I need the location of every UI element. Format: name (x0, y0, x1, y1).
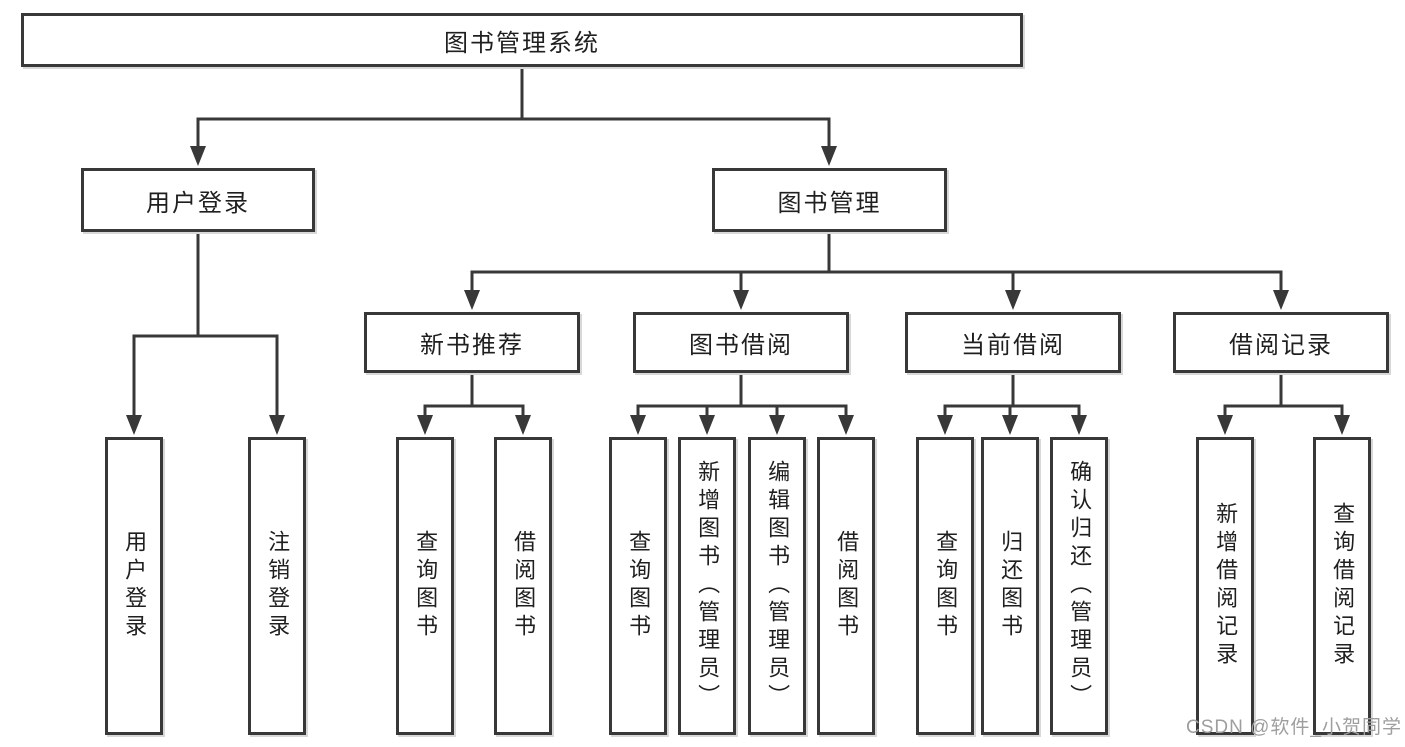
leaf-label: 查询图书 (413, 530, 439, 642)
arrowhead-down-icon (190, 146, 206, 166)
leaf-query-borrow-record: 查询借阅记录 (1313, 437, 1371, 735)
node-book-management: 图书管理 (712, 168, 947, 232)
leaf-label: 查询图书 (626, 530, 652, 642)
node-label: 用户登录 (146, 189, 250, 217)
leaf-borrow-books: 借阅图书 (817, 437, 875, 735)
arrowhead-down-icon (937, 415, 953, 435)
leaf-label: 查询借阅记录 (1330, 502, 1356, 670)
arrowhead-down-icon (630, 415, 646, 435)
arrowhead-down-icon (821, 146, 837, 166)
leaf-label: 查询图书 (933, 530, 959, 642)
arrowhead-down-icon (699, 415, 715, 435)
node-borrowing-records: 借阅记录 (1173, 312, 1389, 373)
leaf-label: 借阅图书 (511, 530, 537, 642)
node-label: 新书推荐 (420, 332, 524, 359)
wire-book-mgmt-to-level3 (464, 232, 1289, 310)
leaf-confirm-return-admin: 确认归还（管理员） (1050, 437, 1108, 735)
arrowhead-down-icon (1273, 290, 1289, 310)
arrowhead-down-icon (1005, 290, 1021, 310)
leaf-query-books-current: 查询图书 (916, 437, 974, 735)
node-label: 借阅记录 (1229, 332, 1333, 359)
arrowhead-down-icon (1217, 415, 1233, 435)
node-label: 图书管理系统 (444, 29, 600, 57)
arrowhead-down-icon (417, 415, 433, 435)
arrowhead-down-icon (838, 415, 854, 435)
node-book-borrowing: 图书借阅 (633, 312, 849, 373)
leaf-label: 归还图书 (998, 530, 1024, 642)
wire-recommend-to-leaves (417, 373, 531, 435)
node-library-management-system: 图书管理系统 (21, 13, 1023, 67)
leaf-label: 借阅图书 (834, 530, 860, 642)
leaf-add-borrow-record: 新增借阅记录 (1196, 437, 1254, 735)
leaf-query-books-recommend: 查询图书 (396, 437, 454, 735)
node-current-borrowing: 当前借阅 (905, 312, 1121, 373)
arrowhead-down-icon (515, 415, 531, 435)
leaf-borrow-books-recommend: 借阅图书 (494, 437, 552, 735)
leaf-label: 注销登录 (265, 530, 291, 642)
leaf-return-books: 归还图书 (981, 437, 1039, 735)
arrowhead-down-icon (769, 415, 785, 435)
wire-borrowing-to-leaves (630, 373, 854, 435)
watermark: CSDN @软件_小贺同学 (1186, 717, 1402, 738)
wire-current-to-leaves (937, 373, 1087, 435)
arrowhead-down-icon (733, 290, 749, 310)
arrowhead-down-icon (269, 415, 285, 435)
node-user-login: 用户登录 (81, 168, 315, 232)
leaf-edit-books-admin: 编辑图书（管理员） (748, 437, 806, 735)
node-label: 图书管理 (777, 189, 882, 217)
arrowhead-down-icon (464, 290, 480, 310)
wire-root-to-level2 (190, 67, 837, 166)
wire-records-to-leaves (1217, 373, 1350, 435)
leaf-logout: 注销登录 (248, 437, 306, 735)
node-new-book-recommendation: 新书推荐 (364, 312, 580, 373)
arrowhead-down-icon (126, 415, 142, 435)
leaf-label: 编辑图书（管理员） (765, 460, 791, 712)
node-label: 图书借阅 (689, 332, 793, 359)
leaf-label: 新增图书（管理员） (695, 460, 721, 712)
leaf-label: 用户登录 (122, 530, 148, 642)
arrowhead-down-icon (1071, 415, 1087, 435)
leaf-label: 新增借阅记录 (1213, 502, 1239, 670)
wire-user-login-to-leaves (126, 232, 285, 435)
arrowhead-down-icon (1334, 415, 1350, 435)
leaf-query-books-borrowing: 查询图书 (609, 437, 667, 735)
arrowhead-down-icon (1002, 415, 1018, 435)
node-label: 当前借阅 (961, 332, 1065, 359)
leaf-label: 确认归还（管理员） (1067, 460, 1093, 712)
leaf-user-login: 用户登录 (105, 437, 163, 735)
leaf-add-books-admin: 新增图书（管理员） (678, 437, 736, 735)
